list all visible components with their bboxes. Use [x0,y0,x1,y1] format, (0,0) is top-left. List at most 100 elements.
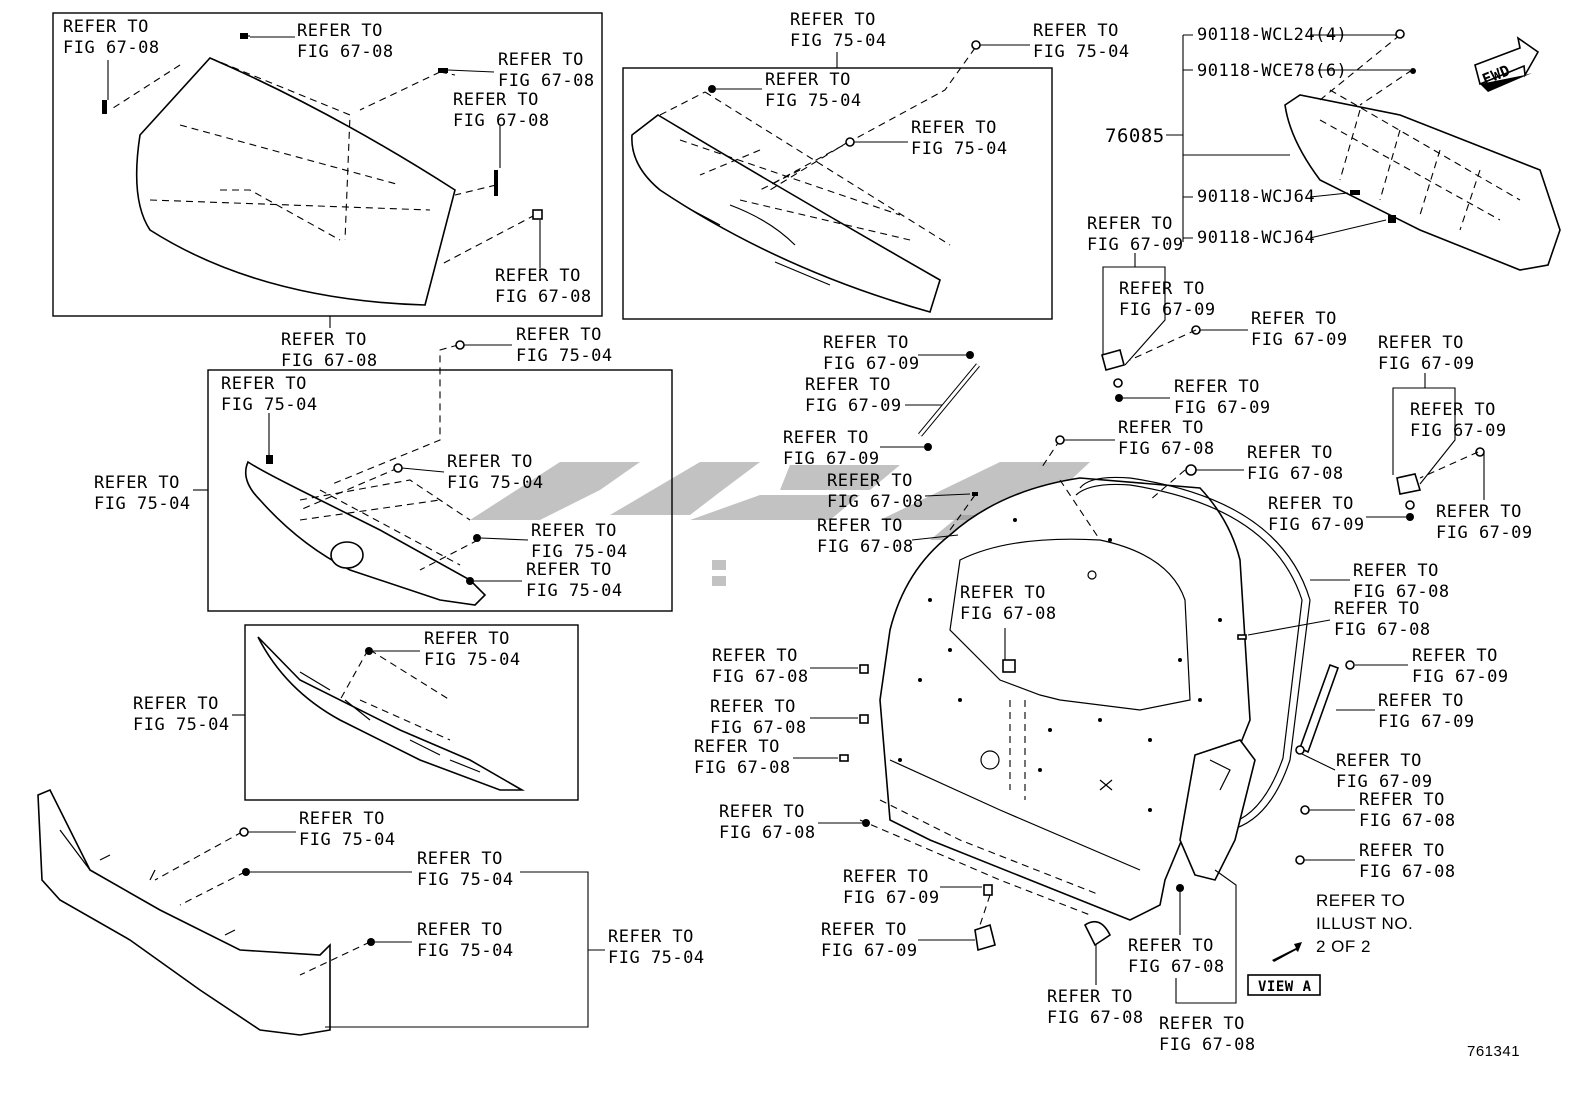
label-fig: FIG 67-09 [1436,523,1533,543]
label-fig: FIG 67-08 [281,351,378,371]
label-refer: REFER TO [1033,21,1119,41]
label-fig: FIG 75-04 [447,473,544,493]
figure-id: 761341 [1467,1043,1520,1060]
label-refer: REFER TO [1251,309,1337,329]
label-refer: REFER TO [1159,1014,1245,1034]
label-fig: FIG 67-08 [63,38,160,58]
label-fig: FIG 75-04 [531,542,628,562]
label-fig: FIG 75-04 [790,31,887,51]
label-fig: FIG 75-04 [911,139,1008,159]
rear-lower-cover [37,788,375,1036]
label-refer: REFER TO [960,583,1046,603]
label-refer: REFER TO [495,266,581,286]
rear-spoiler [1284,29,1561,271]
view-a-bracket [1179,739,1256,881]
label-refer: REFER TO [526,560,612,580]
label-refer: REFER TO [1378,691,1464,711]
label-fig: FIG 67-08 [817,537,914,557]
door-clips [839,435,1310,952]
label-fig: FIG 67-08 [694,758,791,778]
label-fig: FIG 75-04 [299,830,396,850]
label-refer: REFER TO [133,694,219,714]
label-refer: REFER TO [516,325,602,345]
label-refer: REFER TO [1128,936,1214,956]
label-refer: REFER TO [1410,400,1496,420]
label-fig: FIG 67-08 [1118,439,1215,459]
label-refer: REFER TO [911,118,997,138]
label-fig: FIG 67-09 [1378,712,1475,732]
label-fig: FIG 67-08 [498,71,595,91]
label-refer: REFER TO [417,920,503,940]
label-refer: REFER TO [608,927,694,947]
box-back-glass [52,12,603,317]
label-fig: FIG 67-09 [805,396,902,416]
label-fig: FIG 67-09 [821,941,918,961]
label-refer: REFER TO [821,920,907,940]
label-refer: REFER TO [281,330,367,350]
label-refer: REFER TO [719,802,805,822]
label-refer: REFER TO [823,333,909,353]
label-fig: FIG 67-08 [1128,957,1225,977]
part-number-76085: 76085 [1105,125,1165,147]
label-fig: FIG 67-09 [1174,398,1271,418]
label-refer: REFER TO [1336,751,1422,771]
label-refer: REFER TO [1268,494,1354,514]
label-fig: FIG 67-08 [495,287,592,307]
label-fig: FIG 67-08 [1359,862,1456,882]
label-fig: FIG 75-04 [94,494,191,514]
label-fig: FIG 75-04 [221,395,318,415]
label-refer: REFER TO [694,737,780,757]
label-fig: FIG 75-04 [608,948,705,968]
back-door-weatherstrip [1075,476,1311,831]
view-a-callout: VIEW A [1247,942,1321,996]
label-fig: FIG 67-09 [1410,421,1507,441]
label-refer: REFER TO [297,21,383,41]
label-fig: FIG 67-08 [297,42,394,62]
label-refer: REFER TO [805,375,891,395]
label-fig: FIG 67-08 [453,111,550,131]
label-refer: REFER TO [1412,646,1498,666]
label-refer: REFER TO [827,471,913,491]
part-number-wcj64: 90118-WCJ64 [1197,187,1315,207]
label-refer: REFER TO [1359,790,1445,810]
label-fig: FIG 75-04 [765,91,862,111]
back-window-glass [102,33,543,306]
label-fig: FIG 67-09 [1412,667,1509,687]
label-fig: FIG 67-08 [719,823,816,843]
label-fig: FIG 67-08 [1359,811,1456,831]
label-refer: REFER TO [712,646,798,666]
label-fig: FIG 67-08 [712,667,809,687]
refer-illust-line3: 2 OF 2 [1316,937,1371,956]
label-refer: REFER TO [299,809,385,829]
label-refer: REFER TO [1353,561,1439,581]
label-fig: FIG 75-04 [133,715,230,735]
label-refer: REFER TO [63,17,149,37]
label-fig: FIG 75-04 [417,870,514,890]
label-refer: REFER TO [498,50,584,70]
back-door-stay-left [918,351,980,451]
lower-garnish [257,636,525,791]
label-refer: REFER TO [1087,214,1173,234]
label-fig: FIG 67-08 [710,718,807,738]
label-fig: FIG 67-08 [1047,1008,1144,1028]
label-fig: FIG 75-04 [417,941,514,961]
label-fig: FIG 67-08 [1247,464,1344,484]
label-refer: REFER TO [1378,333,1464,353]
back-door-hinge-left [1101,325,1201,402]
label-fig: FIG 75-04 [516,346,613,366]
label-fig: FIG 67-09 [1119,300,1216,320]
label-fig: FIG 67-08 [1159,1035,1256,1055]
label-refer: REFER TO [1247,443,1333,463]
label-refer: REFER TO [1047,987,1133,1007]
label-fig: FIG 67-09 [783,449,880,469]
back-door-panel [859,439,1251,921]
label-fig: FIG 67-09 [1378,354,1475,374]
label-fig: FIG 67-09 [843,888,940,908]
label-refer: REFER TO [843,867,929,887]
label-refer: REFER TO [94,473,180,493]
view-a-label: VIEW A [1258,979,1312,995]
refer-illust-line2: ILLUST NO. [1316,914,1413,933]
label-fig: FIG 67-09 [1087,235,1184,255]
upper-garnish [631,40,981,313]
